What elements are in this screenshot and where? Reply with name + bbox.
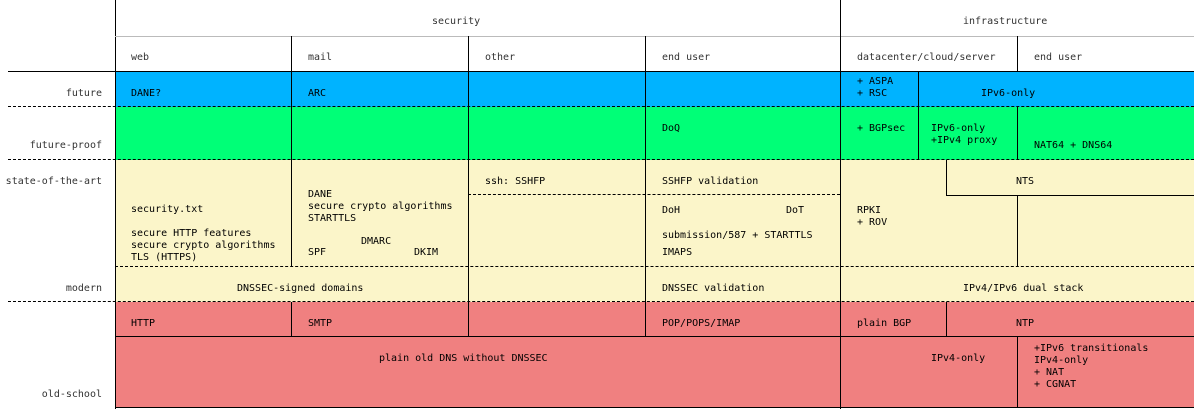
cell-sota-dmarc: DMARC	[361, 236, 392, 247]
cell-fp-bgpsec: + BGPsec	[857, 123, 906, 134]
dash-sota-other-split	[468, 194, 840, 195]
cell-future-infra: IPv6-only	[981, 88, 1036, 99]
header-security: security	[432, 16, 481, 27]
band-modern	[115, 267, 1194, 302]
grid-future-dc-divider	[918, 72, 919, 107]
header-mail: mail	[308, 52, 333, 63]
grid-header-divider	[115, 36, 1194, 37]
cell-old-dns: plain old DNS without DNSSEC	[379, 353, 548, 364]
cell-sota-mail: DANE secure crypto algorithms STARTTLS	[308, 189, 453, 224]
grid-old-infra-enduser	[1017, 336, 1018, 407]
header-datacenter: datacenter/cloud/server	[857, 52, 996, 63]
cell-sota-sshfp: ssh: SSHFP	[485, 176, 546, 187]
dash-sota-bottom	[115, 266, 1194, 267]
cell-modern-dnssec-validation: DNSSEC validation	[662, 283, 765, 294]
cell-future-mail: ARC	[308, 88, 327, 99]
grid-fp-divider1	[918, 107, 919, 160]
cell-future-datacenter: + ASPA + RSC	[857, 76, 894, 99]
cell-old-ntp: NTP	[1016, 318, 1035, 329]
cell-sota-web: security.txt secure HTTP features secure…	[131, 204, 276, 263]
dash-fp-bottom	[8, 159, 1194, 160]
row-label-state-of-the-art: state-of-the-art	[5, 176, 102, 187]
row-label-old-school: old-school	[41, 389, 102, 400]
cell-sota-doh: DoH	[662, 205, 681, 216]
row-label-future: future	[65, 88, 102, 99]
cell-old-bgp: plain BGP	[857, 318, 912, 329]
header-infra-end-user: end user	[1034, 52, 1083, 63]
dash-future-bottom	[8, 106, 1194, 107]
cell-fp-ipv6-proxy: IPv6-only +IPv4 proxy	[931, 123, 998, 146]
row-label-future-proof: future-proof	[29, 140, 102, 151]
cell-future-web: DANE?	[131, 88, 162, 99]
cell-modern-dual-stack: IPv4/IPv6 dual stack	[963, 283, 1084, 294]
cell-fp-doq: DoQ	[662, 123, 681, 134]
cell-sota-imaps: IMAPS	[662, 247, 693, 258]
grid-bottom	[115, 407, 1194, 408]
grid-old-bgp-divider	[946, 302, 947, 336]
cell-sota-rpki: RPKI + ROV	[857, 205, 888, 228]
cell-old-pop: POP/POPS/IMAP	[662, 318, 741, 329]
grid-col-other	[468, 36, 469, 336]
grid-col-infrastructure	[840, 0, 841, 409]
grid-sota-nts-bottom	[946, 195, 1194, 196]
grid-sota-infra-enduser	[1017, 195, 1018, 267]
grid-left-border	[115, 0, 116, 409]
grid-header-bottom	[115, 71, 1194, 72]
dash-modern-bottom	[8, 301, 1194, 302]
grid-old-divider	[115, 336, 1194, 337]
grid-fp-divider2	[1017, 107, 1018, 160]
band-state-of-the-art	[115, 160, 1194, 267]
cell-sota-nts: NTS	[1016, 176, 1035, 187]
grid-sota-nts-divider	[946, 160, 947, 195]
cell-sota-submission: submission/587 + STARTTLS	[662, 230, 813, 241]
band-future-proof	[115, 107, 1194, 160]
header-security-end-user: end user	[662, 52, 711, 63]
cell-sota-dot: DoT	[786, 205, 805, 216]
grid-col-infra-enduser	[1017, 36, 1018, 71]
band-future	[115, 72, 1194, 107]
cell-old-ipv4-only: IPv4-only	[931, 353, 986, 364]
header-web: web	[131, 52, 150, 63]
cell-fp-nat64: NAT64 + DNS64	[1034, 140, 1113, 151]
cell-sota-spf: SPF	[308, 247, 327, 258]
row-label-modern: modern	[65, 283, 102, 294]
cell-sota-sshfp-validation: SSHFP validation	[662, 176, 759, 187]
cell-old-transitionals: +IPv6 transitionals IPv4-only + NAT + CG…	[1034, 343, 1149, 390]
header-other: other	[485, 52, 516, 63]
grid-col-mail-old	[291, 302, 292, 336]
cell-old-smtp: SMTP	[308, 318, 333, 329]
cell-sota-dkim: DKIM	[414, 247, 439, 258]
cell-modern-dnssec-domains: DNSSEC-signed domains	[237, 283, 364, 294]
cell-old-http: HTTP	[131, 318, 156, 329]
grid-col-mail	[291, 36, 292, 267]
band-old-school	[115, 302, 1194, 407]
grid-label-future-line	[8, 71, 115, 72]
header-infrastructure: infrastructure	[963, 16, 1048, 27]
grid-col-sec-enduser	[645, 36, 646, 336]
